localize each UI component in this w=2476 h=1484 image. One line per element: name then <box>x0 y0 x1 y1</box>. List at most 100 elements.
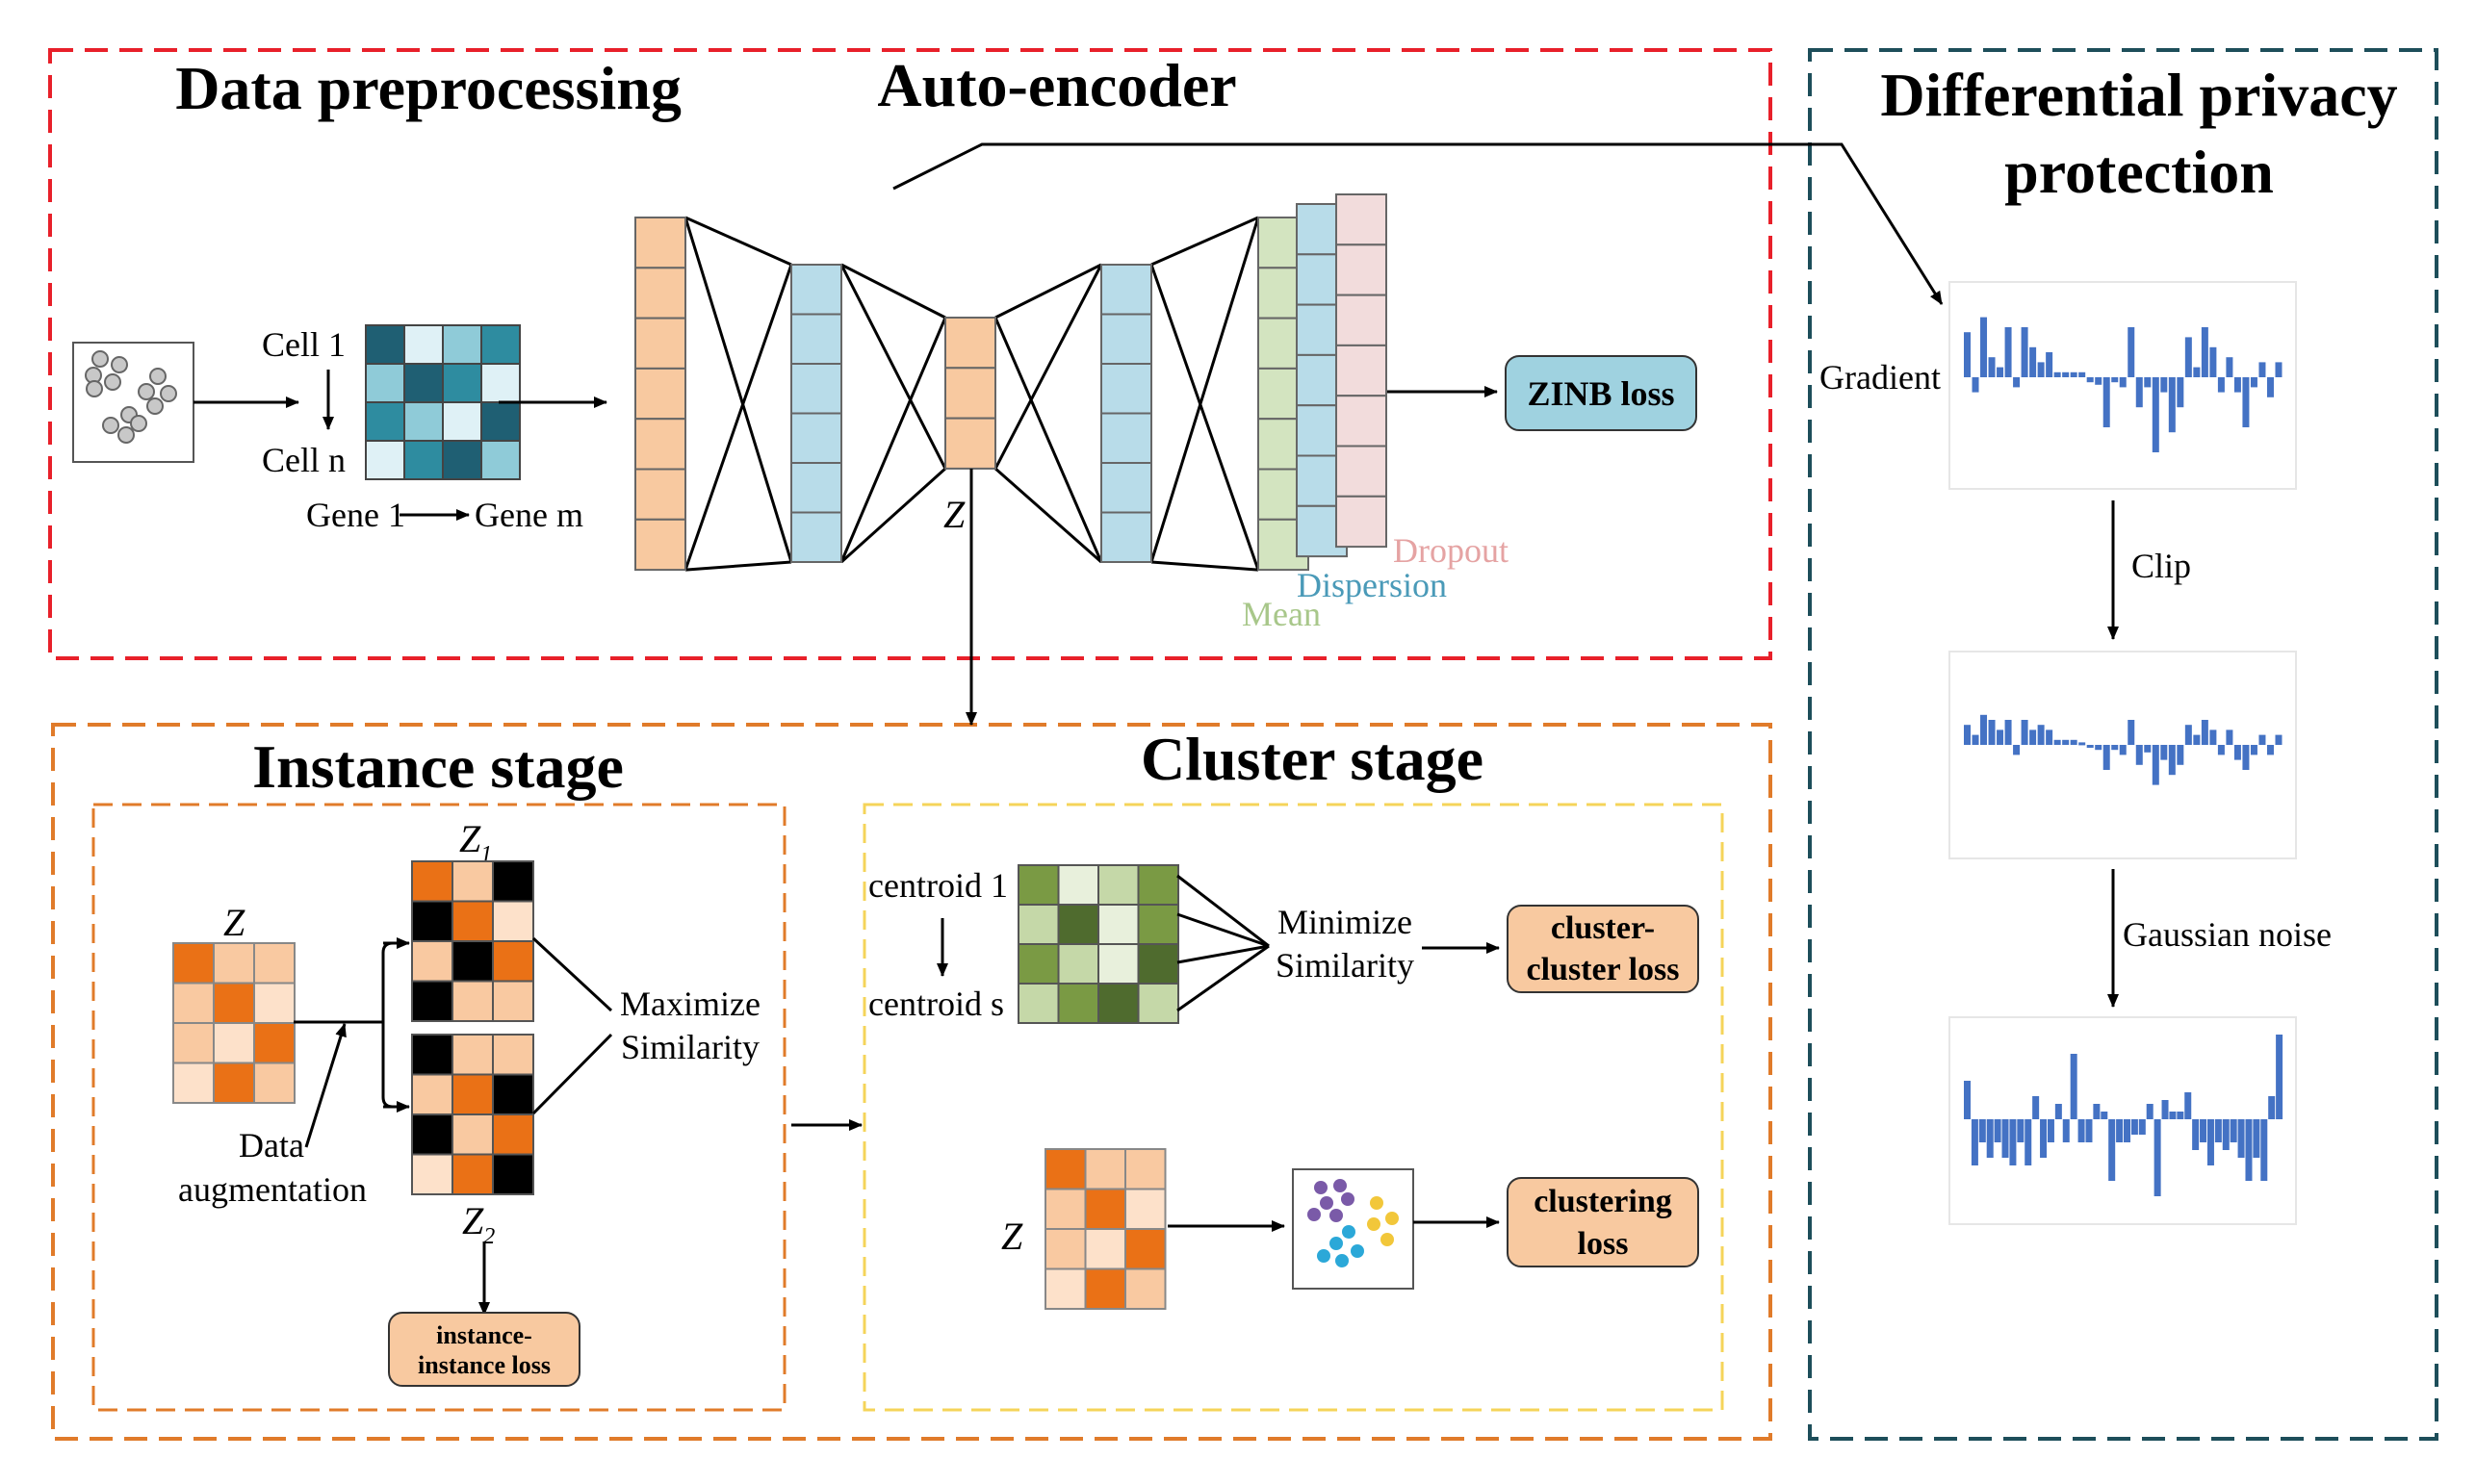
bar <box>2233 745 2241 760</box>
data-preprocessing-title: Data preprocessing <box>175 54 682 122</box>
bar <box>2168 745 2176 776</box>
bar <box>2245 1119 2253 1181</box>
z-matrix-cell <box>172 1062 215 1104</box>
z1-matrix <box>411 860 534 1022</box>
centroid-matrix-cell <box>1018 864 1060 906</box>
zinb-loss-label: ZINB loss <box>1527 374 1674 413</box>
centroid-end-label: centroid s <box>868 985 1004 1023</box>
bar <box>2070 739 2077 745</box>
gene-matrix-cell <box>442 324 482 365</box>
dropout-output-cell <box>1335 193 1387 246</box>
instance-loss-box <box>388 1312 580 1387</box>
bar <box>2242 377 2250 427</box>
z2-matrix-cell <box>492 1113 534 1156</box>
bar <box>2152 377 2159 452</box>
bar <box>2169 1112 2177 1119</box>
bar <box>1980 714 1988 745</box>
bar <box>2275 362 2283 377</box>
bar <box>2032 1096 2040 1119</box>
maximize-bracket-bottom <box>531 1033 613 1115</box>
mean-label: Mean <box>1242 595 1321 633</box>
bar <box>2152 745 2159 785</box>
dropout-output-cell <box>1335 445 1387 498</box>
bar <box>2177 1112 2184 1119</box>
bar <box>2101 1112 2108 1119</box>
instance-stage-title: Instance stage <box>252 732 624 801</box>
bar <box>2086 377 2094 383</box>
bottleneck-layer-cell <box>944 317 996 370</box>
cluster-z-matrix-cell <box>1045 1228 1087 1270</box>
gene-matrix-cell <box>403 363 444 403</box>
z1-matrix-cell <box>492 900 534 942</box>
cluster-z-matrix-cell <box>1084 1267 1126 1310</box>
bar <box>2233 377 2241 393</box>
bar <box>2276 1035 2283 1119</box>
autoencoder-network <box>634 193 1387 572</box>
bar <box>2124 1119 2130 1142</box>
cell-scatter-box <box>72 342 194 463</box>
z2-matrix-cell <box>411 1034 453 1076</box>
bar <box>2146 1104 2154 1119</box>
bar <box>1978 1119 1986 1142</box>
bar <box>2037 725 2045 745</box>
encoder-hidden-layer-cell <box>790 462 842 514</box>
bar <box>2230 1119 2237 1142</box>
bar <box>2138 1119 2146 1135</box>
bar <box>2268 1096 2276 1119</box>
bar <box>1994 1119 2001 1142</box>
bar <box>2128 720 2135 745</box>
bar <box>2116 1119 2124 1142</box>
z2-matrix-cell <box>451 1073 494 1115</box>
cluster-z-matrix-cell <box>1045 1188 1087 1230</box>
bar <box>2111 377 2119 383</box>
cluster-z-matrix-cell <box>1084 1188 1126 1230</box>
bar <box>2275 734 2283 745</box>
arrow-autoencoder-to-privacy <box>892 142 1944 305</box>
instance-z-matrix <box>172 942 296 1104</box>
z-matrix-cell <box>253 982 296 1024</box>
centroid-matrix-cell <box>1057 904 1099 945</box>
centroid-matrix-cell <box>1097 943 1140 985</box>
layer-connection <box>684 216 792 267</box>
dropout-label: Dropout <box>1393 531 1509 570</box>
centroid-matrix-cell <box>1057 983 1099 1024</box>
centroid-matrix-cell <box>1018 943 1060 985</box>
bar <box>1997 729 2004 745</box>
bar <box>2222 1119 2230 1150</box>
z1-matrix-cell <box>411 860 453 903</box>
z-matrix-cell <box>172 1022 215 1064</box>
dropout-output-cell <box>1335 243 1387 296</box>
z2-matrix-cell <box>411 1113 453 1156</box>
bar <box>2070 1054 2077 1119</box>
clipped-gradient-bars <box>1964 714 2283 785</box>
decoder-hidden-layer-cell <box>1100 412 1152 464</box>
bar <box>2184 337 2192 377</box>
data-augmentation-pointer <box>304 1023 347 1148</box>
bar <box>2250 745 2257 755</box>
bar <box>1971 1119 1978 1165</box>
layer-connection <box>839 264 947 470</box>
gene-matrix-cell <box>365 401 405 442</box>
instance-stage-region <box>91 803 787 1412</box>
bar <box>2217 745 2225 755</box>
bar <box>2086 745 2094 748</box>
instance-z-label: Z <box>223 901 245 944</box>
layer-connection <box>840 263 946 320</box>
minimize-label: Minimize <box>1277 903 1412 941</box>
bar <box>2258 362 2266 377</box>
bar <box>1964 332 1971 377</box>
centroid-matrix <box>1018 864 1179 1024</box>
bar <box>1972 734 1979 745</box>
decoder-hidden-layer-cell <box>1100 363 1152 415</box>
bar <box>2260 1119 2268 1181</box>
bar <box>2004 327 2012 377</box>
decoder-hidden-layer-cell <box>1100 462 1152 514</box>
minimize-lines <box>1176 874 1270 1012</box>
bar <box>2078 371 2086 377</box>
z1-label: Z1 <box>459 817 492 867</box>
bar <box>2009 1119 2017 1165</box>
encoder-input-layer-cell <box>634 518 686 572</box>
z-matrix-cell <box>253 942 296 985</box>
bar <box>2062 371 2070 377</box>
